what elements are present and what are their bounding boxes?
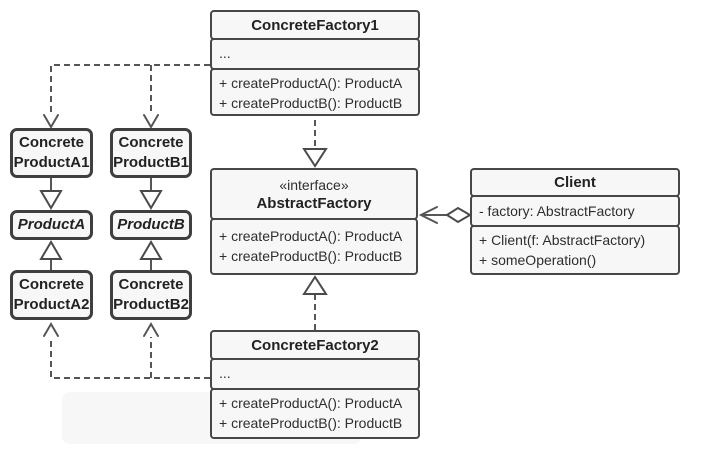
inheritance-triangle-to-producta-top (39, 190, 63, 210)
dependency-line-cf2-to-producta2 (50, 337, 210, 379)
interface-productb: ProductB (110, 210, 192, 240)
method-row: + createProductB(): ProductB (219, 248, 403, 264)
method-row: + someOperation() (479, 252, 597, 268)
methods-compartment: + createProductA(): ProductA + createPro… (210, 218, 418, 275)
method-row: + Client(f: AbstractFactory) (479, 232, 646, 248)
class-name: AbstractFactory (256, 194, 372, 212)
ellipsis-row: ... (219, 45, 231, 61)
class-name-line1: Concrete (18, 276, 85, 293)
class-name-line2: ProductA1 (13, 154, 90, 171)
inheritance-triangle-to-producta-bottom (39, 240, 63, 260)
class-name-line2: ProductA2 (13, 296, 90, 313)
inheritance-triangle-to-productb-bottom (139, 240, 163, 260)
class-name-line2: ProductB1 (113, 154, 189, 171)
inheritance-triangle-to-productb-top (139, 190, 163, 210)
methods-compartment: + Client(f: AbstractFactory) + someOpera… (470, 225, 680, 275)
class-concretefactory2: ConcreteFactory2 ... + createProductA():… (210, 330, 420, 439)
class-name-line1: Concrete (18, 134, 85, 151)
methods-compartment: + createProductA(): ProductA + createPro… (210, 388, 420, 439)
class-client: Client - factory: AbstractFactory + Clie… (470, 168, 680, 275)
interface-abstractfactory: «interface» AbstractFactory + createProd… (210, 168, 418, 275)
attribute-row: - factory: AbstractFactory (479, 203, 635, 219)
method-row: + createProductA(): ProductA (219, 395, 403, 411)
interface-producta: ProductA (10, 210, 93, 240)
class-concreteproducta2: Concrete ProductA2 (10, 270, 93, 320)
class-title: ConcreteFactory1 (210, 10, 420, 40)
dependency-arrow-to-productb1 (143, 114, 159, 129)
fields-compartment: - factory: AbstractFactory (470, 195, 680, 227)
stereotype-label: «interface» (279, 176, 349, 193)
dependency-arrow-to-producta1 (43, 114, 59, 129)
fields-compartment: ... (210, 358, 420, 390)
dependency-line-cf1-to-producta1 (50, 64, 210, 115)
class-name: ProductB (117, 216, 185, 233)
class-name-line1: Concrete (118, 276, 184, 293)
ellipsis-row: ... (219, 365, 231, 381)
class-name-line1: Concrete (118, 134, 184, 151)
class-concreteproducta1: Concrete ProductA1 (10, 128, 93, 178)
dependency-arrow-to-producta2 (43, 322, 59, 337)
class-name-line2: ProductB2 (113, 296, 189, 313)
method-row: + createProductB(): ProductB (219, 415, 403, 431)
aggregation-diamond-client (445, 206, 472, 224)
fields-compartment: ... (210, 38, 420, 70)
dependency-arrow-to-productb2 (143, 322, 159, 337)
realization-triangle-to-abstractfactory-bottom (302, 275, 328, 295)
class-name: ConcreteFactory2 (251, 336, 379, 354)
class-name: Client (554, 174, 596, 191)
method-row: + createProductA(): ProductA (219, 75, 403, 91)
method-row: + createProductA(): ProductA (219, 228, 403, 244)
class-title: ConcreteFactory2 (210, 330, 420, 360)
class-title: Client (470, 168, 680, 197)
class-name: ProductA (17, 216, 86, 233)
class-concreteproductb2: Concrete ProductB2 (110, 270, 192, 320)
class-concretefactory1: ConcreteFactory1 ... + createProductA():… (210, 10, 420, 116)
class-name: ConcreteFactory1 (251, 16, 379, 34)
class-concreteproductb1: Concrete ProductB1 (110, 128, 192, 178)
class-title: «interface» AbstractFactory (210, 168, 418, 220)
association-arrow-to-abstractfactory (418, 206, 438, 224)
realization-triangle-to-abstractfactory-top (302, 148, 328, 168)
methods-compartment: + createProductA(): ProductA + createPro… (210, 68, 420, 116)
method-row: + createProductB(): ProductB (219, 95, 403, 111)
